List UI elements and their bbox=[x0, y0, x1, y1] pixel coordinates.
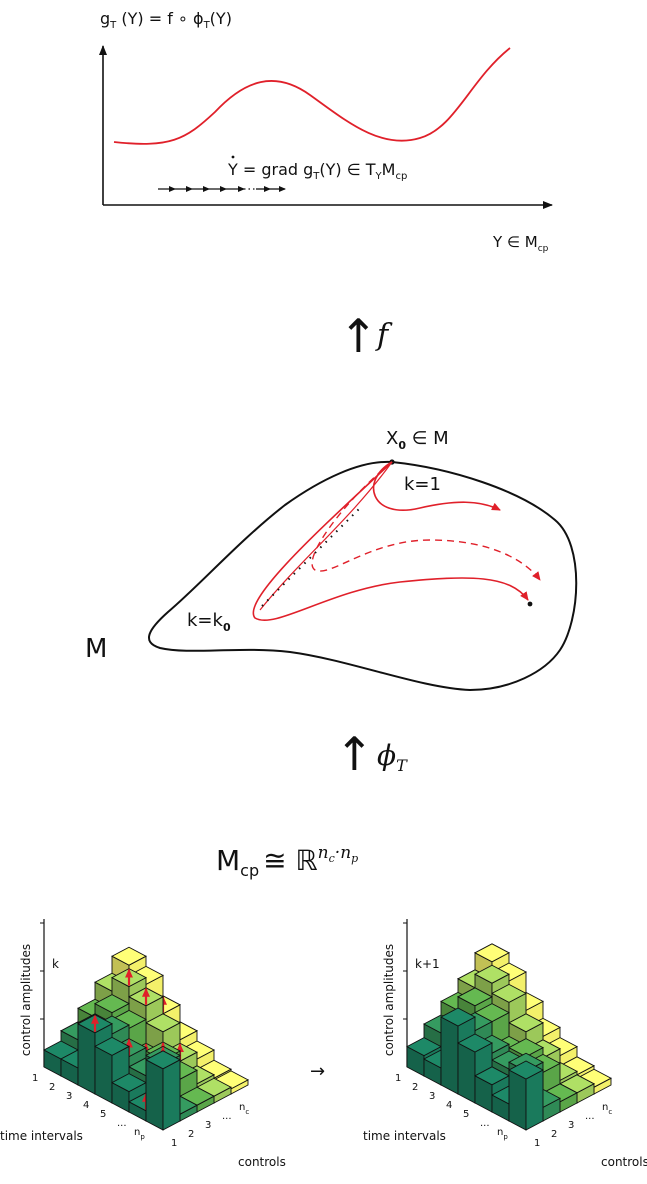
bar-face-top bbox=[508, 1060, 544, 1080]
manifold-outline bbox=[148, 460, 578, 692]
bar-face-top bbox=[145, 1013, 181, 1033]
z-axis-label: controls bbox=[601, 1155, 647, 1169]
bar-face-top bbox=[457, 1033, 493, 1053]
map-phi-label: ϕT bbox=[377, 739, 408, 775]
trajectory-dashed bbox=[311, 461, 541, 581]
mcp-equation-text: Mcp≅ ℝnc·np bbox=[216, 843, 358, 880]
mcp-equation: Mcp≅ ℝnc·np bbox=[216, 843, 358, 880]
time-tick-label: 5 bbox=[100, 1109, 106, 1120]
time-tick-label: 1 bbox=[32, 1073, 38, 1084]
step-arrow-icon: → bbox=[310, 1061, 325, 1082]
trajectory-inner bbox=[259, 461, 393, 611]
control-tick-label: nc bbox=[602, 1102, 612, 1116]
x-axis-label: Y ∈ Mcp bbox=[492, 233, 549, 254]
bar-face-top bbox=[94, 994, 130, 1014]
bar-face-top bbox=[474, 964, 510, 984]
time-tick-label: 4 bbox=[446, 1100, 452, 1111]
control-tick-label: ... bbox=[222, 1111, 232, 1122]
bar-face-top bbox=[440, 1007, 476, 1027]
bar-face-top bbox=[491, 983, 527, 1003]
dotted-path bbox=[261, 507, 361, 607]
time-tick-label: 1 bbox=[395, 1073, 401, 1084]
control-tick-label: 3 bbox=[205, 1120, 211, 1131]
bar-face-front bbox=[77, 1023, 96, 1095]
gradient-flow-equation: Y = grad gT(Y) ∈ TYMcp bbox=[227, 160, 407, 182]
time-tick-label: 3 bbox=[429, 1091, 435, 1102]
time-tick-label: ... bbox=[117, 1118, 127, 1129]
k-zero-label: k=k0 bbox=[187, 610, 231, 634]
target-point bbox=[527, 601, 533, 607]
bar-face-front bbox=[440, 1016, 459, 1095]
bar-face-front bbox=[508, 1069, 527, 1131]
cost-function-plot: gT (Y) = f ∘ ϕT(Y) Y = grad gT(Y) ∈ TYMc… bbox=[99, 9, 553, 254]
bar-face-top bbox=[145, 1050, 181, 1070]
bar bbox=[508, 1060, 544, 1131]
map-f-label: f bbox=[375, 318, 393, 353]
bar-face-top bbox=[508, 1013, 544, 1033]
initial-point-label: X0 ∈ M bbox=[386, 428, 449, 452]
bar-face-side bbox=[525, 1069, 544, 1131]
time-tick-label: 2 bbox=[412, 1082, 418, 1093]
manifold-label: M bbox=[85, 634, 107, 664]
bar-face-top bbox=[508, 1038, 544, 1058]
up-arrow-icon: ↑ bbox=[339, 309, 378, 363]
cost-curve bbox=[113, 47, 511, 145]
y-axis-label: control amplitudes bbox=[19, 944, 33, 1056]
control-tick-label: 2 bbox=[551, 1129, 557, 1140]
bar-face-top bbox=[474, 943, 510, 963]
dot-accent bbox=[231, 155, 235, 159]
y-axis-label: control amplitudes bbox=[382, 944, 396, 1056]
bar-face-front bbox=[457, 1042, 476, 1104]
iteration-label: k+1 bbox=[415, 957, 440, 971]
control-tick-label: 2 bbox=[188, 1129, 194, 1140]
time-tick-label: np bbox=[497, 1127, 508, 1141]
bar-face-top bbox=[111, 946, 147, 966]
bar-face-front bbox=[94, 1045, 113, 1104]
time-tick-sub: p bbox=[140, 1133, 145, 1141]
control-tick-label: 1 bbox=[171, 1138, 177, 1149]
x-axis-label: time intervals bbox=[0, 1129, 83, 1143]
control-tick-label: ... bbox=[585, 1111, 595, 1122]
bar-face-front bbox=[145, 1059, 164, 1131]
time-tick-sub: p bbox=[503, 1133, 508, 1141]
control-tick-label: 3 bbox=[568, 1120, 574, 1131]
control-tick-sub: c bbox=[608, 1108, 612, 1116]
time-tick-label: 3 bbox=[66, 1091, 72, 1102]
control-tick-label: 1 bbox=[534, 1138, 540, 1149]
bar-face-top bbox=[457, 987, 493, 1007]
time-tick-label: np bbox=[134, 1127, 145, 1141]
cost-function-title: gT (Y) = f ∘ ϕT(Y) bbox=[100, 9, 232, 31]
bar-panel-k: k control amplitudes time intervals control… bbox=[0, 919, 286, 1169]
x-axis-label: time intervals bbox=[363, 1129, 446, 1143]
iteration-label: k bbox=[52, 957, 59, 971]
map-phi-arrow: ↑ ϕT bbox=[335, 727, 408, 781]
trajectory-k1 bbox=[372, 461, 501, 511]
up-arrow-icon: ↑ bbox=[335, 727, 374, 781]
trajectory-k0 bbox=[252, 461, 529, 621]
time-tick-label: 4 bbox=[83, 1100, 89, 1111]
bar bbox=[145, 1050, 181, 1131]
bar-face-side bbox=[162, 1059, 181, 1131]
map-f-arrow: ↑ f bbox=[339, 309, 393, 363]
control-tick-label: nc bbox=[239, 1102, 249, 1116]
z-axis-label: controls bbox=[238, 1155, 286, 1169]
time-tick-label: ... bbox=[480, 1118, 490, 1129]
bar-face-top bbox=[94, 1036, 130, 1056]
bar-panel-k-plus-1: k+1 control amplitudes time intervals contr… bbox=[363, 919, 647, 1169]
time-tick-label: 5 bbox=[463, 1109, 469, 1120]
time-tick-label: 2 bbox=[49, 1082, 55, 1093]
k-one-label: k=1 bbox=[404, 474, 441, 495]
manifold-panel: X0 ∈ M k=1 k=k0 M bbox=[85, 428, 578, 692]
control-tick-sub: c bbox=[245, 1108, 249, 1116]
